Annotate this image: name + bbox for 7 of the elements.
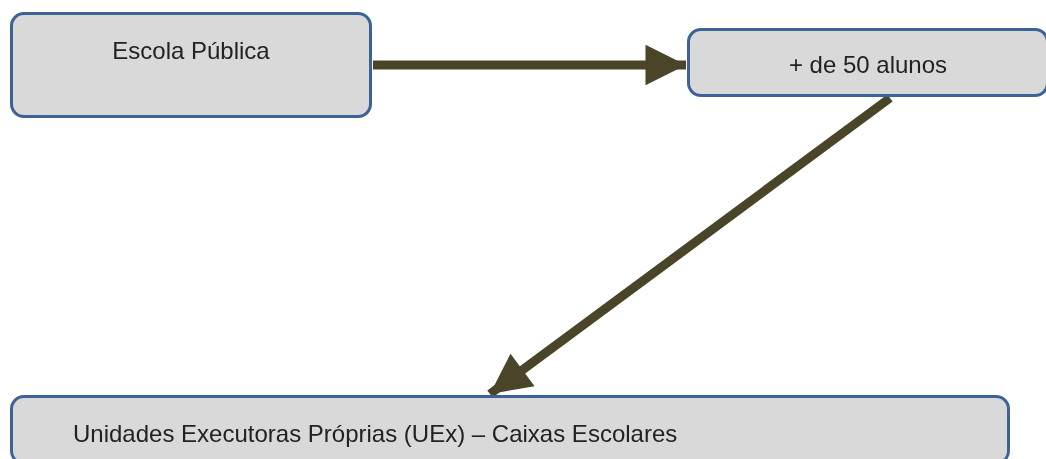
- box-label: + de 50 alunos: [788, 51, 948, 79]
- process-box: [10, 12, 372, 118]
- box-label: Escola Pública: [112, 37, 270, 65]
- box-label: Unidades Executoras Próprias (UEx) – Caixas Escolares: [73, 420, 678, 448]
- arrow: [373, 44, 686, 86]
- process-box: [687, 28, 1046, 97]
- process-box: [10, 395, 1010, 459]
